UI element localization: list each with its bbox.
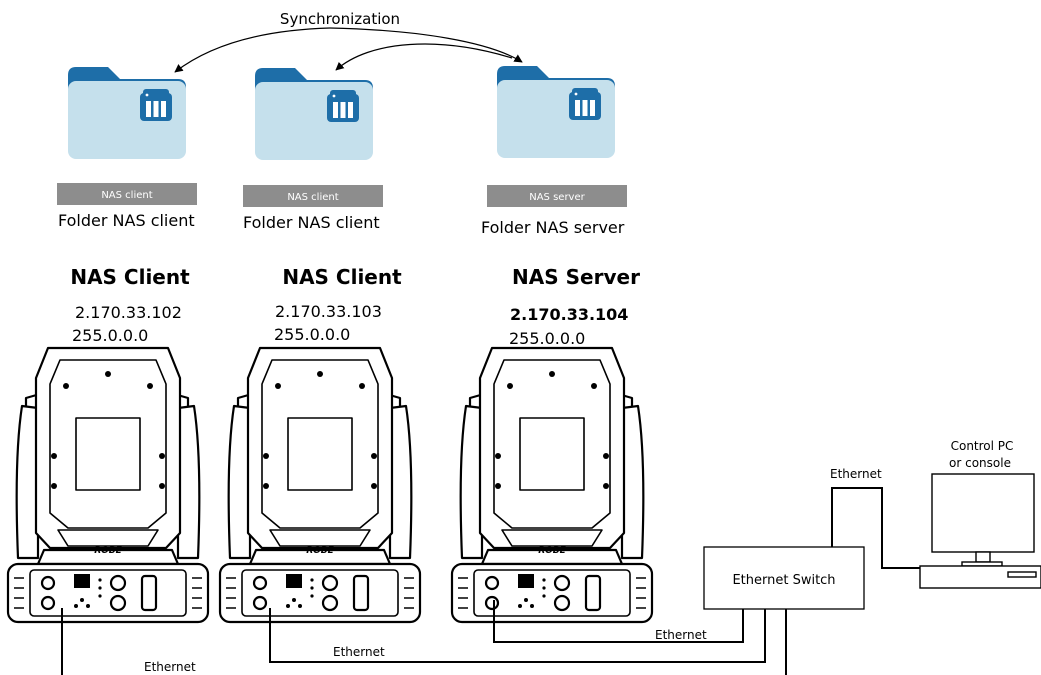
cable-label: Ethernet — [655, 628, 707, 642]
fixture-brand: ROBE — [94, 546, 122, 556]
folder-tag: NAS client — [287, 192, 338, 203]
pc-label: or console — [949, 456, 1011, 470]
cable-pc — [831, 487, 920, 569]
cable-client2 — [269, 608, 766, 663]
folder-tag: NAS server — [529, 192, 585, 203]
sync-arrows — [174, 27, 523, 73]
fixture-role: NAS Client — [70, 265, 190, 289]
fixture-ip: 2.170.33.102 — [75, 303, 182, 322]
fixture-ip: 2.170.33.104 — [510, 305, 628, 324]
moving-head-fixture-1 — [6, 346, 210, 624]
control-pc — [919, 473, 1041, 589]
nas-icon — [140, 89, 172, 121]
sync-arrow-to-client2 — [335, 43, 513, 71]
pc-label: Control PC — [951, 439, 1014, 453]
cable-label: Ethernet — [144, 660, 196, 674]
nas-icon — [327, 90, 359, 122]
switch-label: Ethernet Switch — [732, 573, 835, 588]
sync-arrow-to-server — [329, 27, 523, 63]
folder-tag-bg — [57, 183, 197, 205]
monitor-icon — [931, 473, 1035, 553]
fixture-mask: 255.0.0.0 — [274, 325, 350, 344]
folder-tag-bg — [243, 185, 383, 207]
fixture-role: NAS Client — [282, 265, 402, 289]
fixture-mask: 255.0.0.0 — [509, 329, 585, 348]
sync-arrow-to-client1 — [174, 27, 331, 73]
fixture-brand: ROBE — [538, 546, 566, 556]
fixture-ip: 2.170.33.103 — [275, 302, 382, 321]
moving-head-fixture-3 — [450, 346, 654, 624]
folder-nas-server — [497, 66, 615, 158]
cable-label: Ethernet — [830, 467, 882, 481]
folder-tag: NAS client — [101, 190, 152, 201]
folder-caption: Folder NAS server — [481, 218, 625, 237]
folder-nas-client-1 — [68, 67, 186, 159]
folder-tag-bg — [487, 185, 627, 207]
folder-caption: Folder NAS client — [58, 211, 195, 230]
fixture-role: NAS Server — [512, 265, 640, 289]
cable-server — [493, 600, 744, 643]
ethernet-switch — [703, 546, 865, 610]
nas-icon — [569, 88, 601, 120]
cable-label: Ethernet — [333, 645, 385, 659]
moving-head-fixture-2 — [218, 346, 422, 624]
ethernet-cables — [61, 487, 920, 675]
fixture-mask: 255.0.0.0 — [72, 326, 148, 345]
folder-nas-client-2 — [255, 68, 373, 160]
folder-caption: Folder NAS client — [243, 213, 380, 232]
fixture-brand: ROBE — [306, 546, 334, 556]
sync-label: Synchronization — [280, 10, 400, 28]
